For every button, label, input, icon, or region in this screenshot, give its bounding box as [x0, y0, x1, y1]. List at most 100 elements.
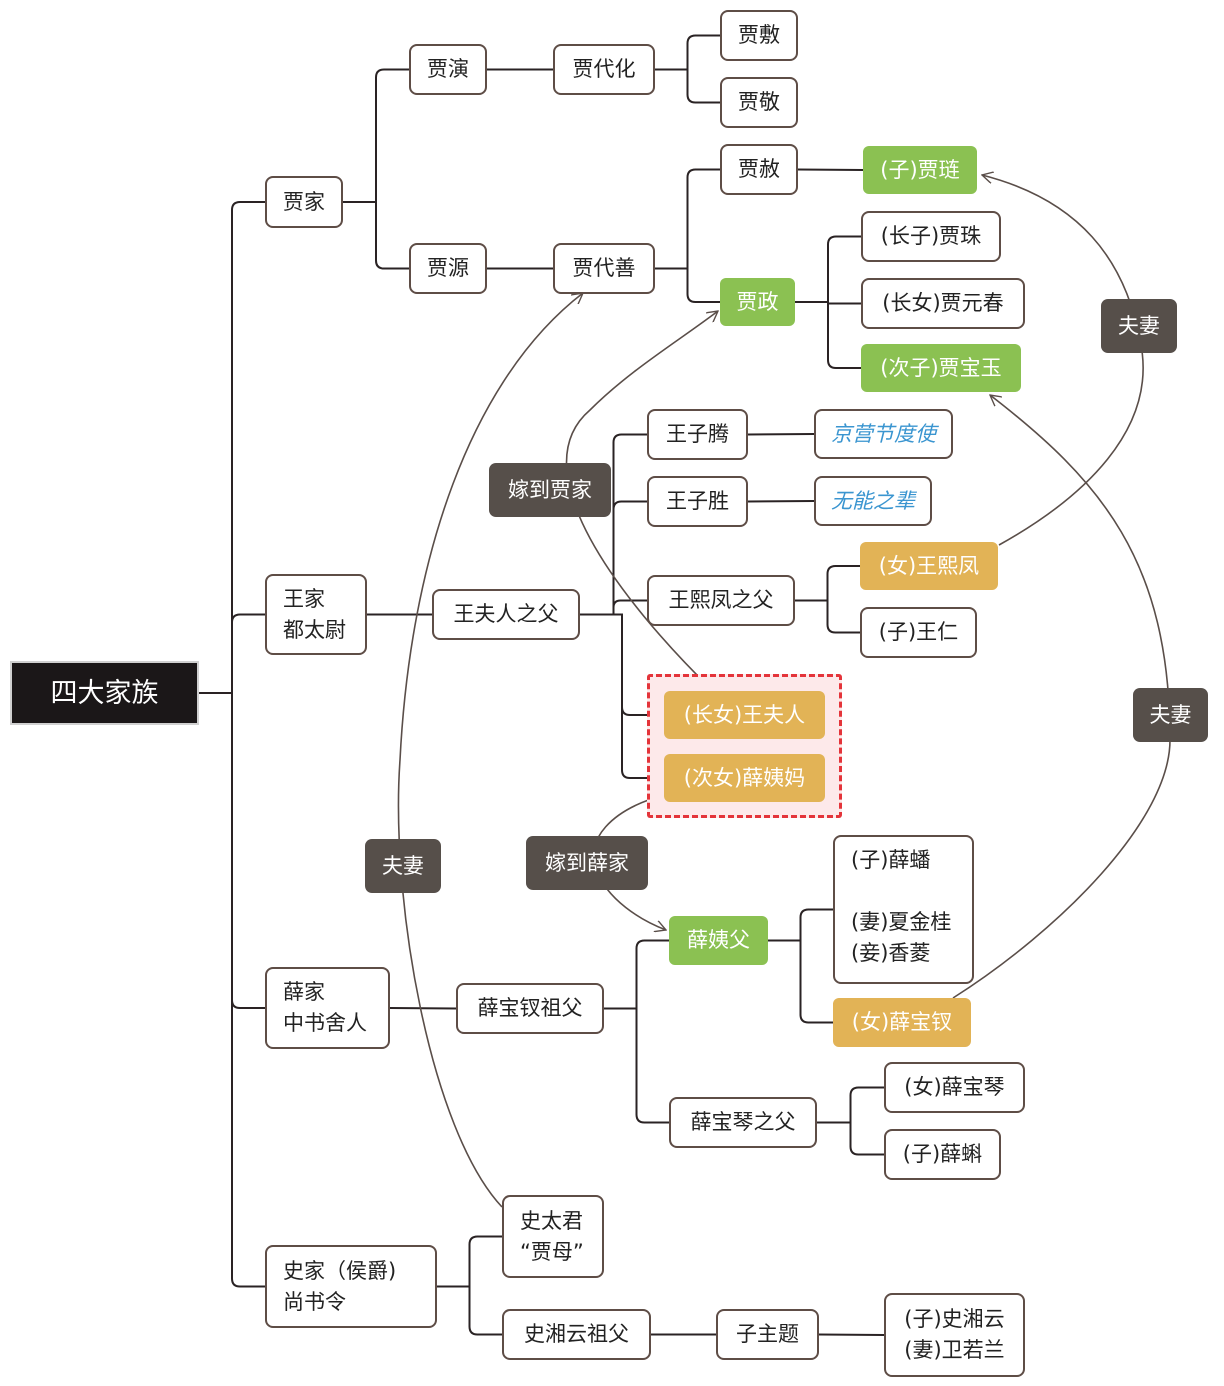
topic-jiadaishan[interactable]: 贾代善 [553, 243, 655, 294]
topic-jiabaoyu-label: (次子)贾宝玉 [880, 355, 1002, 380]
relation-label-rel-couple-daishan-taijun-label: 夫妻 [382, 853, 424, 878]
topic-jiayuan-label: 贾源 [427, 256, 469, 280]
topic-xueyima[interactable]: (次女)薛姨妈 [664, 754, 825, 802]
relation-label-rel-couple-baoyu-baochai[interactable]: 夫妻 [1133, 688, 1208, 742]
topic-wangzisheng[interactable]: 王子胜 [647, 476, 748, 527]
topic-wangfuren[interactable]: (长女)王夫人 [664, 691, 825, 739]
root-topic[interactable]: 四大家族 [10, 661, 199, 725]
topic-zizhuti[interactable]: 子主题 [716, 1309, 819, 1360]
relation-line-rel-married-jia [565, 311, 718, 691]
topic-xueke[interactable]: (子)薛蝌 [884, 1129, 1001, 1180]
relation-line-rel-couple-daishan-taijun [397, 293, 583, 1208]
topic-wang[interactable]: 王家 都太尉 [265, 574, 367, 655]
topic-xuepan[interactable]: (子)薛蟠 (妻)夏金桂 (妾)香菱 [833, 835, 974, 984]
topic-wangzisheng-label: 王子胜 [666, 489, 729, 513]
topic-jiayuanchun[interactable]: (长女)贾元春 [861, 278, 1025, 329]
topic-wangren[interactable]: (子)王仁 [860, 607, 977, 658]
topic-jiazhu[interactable]: (长子)贾珠 [861, 211, 1001, 262]
connector-wangxifengfu [580, 599, 647, 616]
topic-xueyifu-label: 薛姨父 [687, 928, 750, 952]
relation-label-rel-married-xue[interactable]: 嫁到薛家 [526, 836, 648, 890]
connector-wangziteng [580, 433, 647, 616]
topic-shitaijun-label: 史太君 “贾母” [520, 1208, 584, 1264]
topic-wangfuren-label: (长女)王夫人 [683, 702, 806, 727]
topic-shitaijun[interactable]: 史太君 “贾母” [502, 1195, 604, 1278]
topic-jiazheng[interactable]: 贾政 [720, 278, 795, 326]
note-wangziteng[interactable]: 京营节度使 [814, 409, 953, 459]
connector-jia [199, 201, 265, 694]
relation-label-rel-married-xue-label: 嫁到薛家 [545, 850, 629, 875]
connector-xueyima [580, 613, 664, 779]
topic-jiafu[interactable]: 贾敷 [720, 10, 798, 61]
relation-label-rel-married-jia-label: 嫁到贾家 [508, 477, 592, 502]
topic-xueyifu[interactable]: 薛姨父 [669, 916, 768, 965]
topic-xue[interactable]: 薛家 中书舍人 [265, 967, 390, 1049]
topic-shixiangyun-label: (子)史湘云 (妻)卫若兰 [904, 1307, 1005, 1362]
topic-wangxifengfu[interactable]: 王熙凤之父 [647, 575, 795, 626]
topic-jia-label: 贾家 [283, 189, 325, 214]
relation-label-rel-married-jia[interactable]: 嫁到贾家 [489, 463, 611, 517]
connector-wang [199, 613, 265, 694]
topic-jiayuanchun-label: (长女)贾元春 [882, 291, 1004, 315]
topic-wangren-label: (子)王仁 [878, 620, 959, 644]
connector-jiayuan [343, 201, 409, 270]
topic-jiabaoyu[interactable]: (次子)贾宝玉 [861, 344, 1021, 392]
topic-wangfurenfu-label: 王夫人之父 [453, 602, 559, 626]
topic-shixiangyun[interactable]: (子)史湘云 (妻)卫若兰 [884, 1293, 1025, 1377]
topic-shixiangyunzufu[interactable]: 史湘云祖父 [502, 1309, 651, 1360]
topic-wangxifeng[interactable]: (女)王熙凤 [860, 542, 998, 590]
topic-zizhuti-label: 子主题 [736, 1322, 799, 1346]
note-wangziteng-label: 京营节度使 [831, 421, 936, 446]
connector-jiabaoyu [795, 301, 861, 369]
connector-jiazhu [795, 235, 861, 303]
connector-wangzisheng [580, 500, 647, 616]
topic-wangfurenfu[interactable]: 王夫人之父 [432, 589, 580, 640]
connector-shi [199, 692, 265, 1288]
topic-jiazheng-label: 贾政 [736, 289, 779, 314]
topic-xuebaochaizufu[interactable]: 薛宝钗祖父 [456, 983, 604, 1034]
topic-wangziteng-label: 王子腾 [666, 422, 729, 446]
connector-wangren [795, 599, 860, 634]
topic-xuebaoqinfu-label: 薛宝琴之父 [690, 1110, 796, 1134]
connector-shitaijun [437, 1235, 502, 1288]
topic-wangziteng[interactable]: 王子腾 [647, 409, 748, 460]
topic-xuebaochai[interactable]: (女)薛宝钗 [833, 998, 971, 1047]
relation-label-rel-couple-baoyu-baochai-label: 夫妻 [1149, 702, 1192, 727]
connector-jiayan [343, 68, 409, 203]
topic-jiayan-label: 贾演 [427, 57, 469, 81]
topic-jiajing[interactable]: 贾敬 [720, 77, 798, 128]
connector-jiashe [655, 168, 720, 270]
connector-xuebaochaizufu [389, 1007, 457, 1010]
topic-xuebaoqin[interactable]: (女)薛宝琴 [884, 1062, 1025, 1113]
topic-jiadaihua-label: 贾代化 [572, 57, 636, 81]
topic-xuebaoqinfu[interactable]: 薛宝琴之父 [669, 1097, 817, 1148]
connector-xueyifu [604, 939, 669, 1010]
relation-label-rel-couple-daishan-taijun[interactable]: 夫妻 [365, 839, 441, 893]
topic-jiashe-label: 贾赦 [738, 157, 780, 181]
topic-jialian-label: (子)贾琏 [880, 157, 960, 182]
connector-xuebaochai [768, 939, 833, 1024]
topic-jiadaishan-label: 贾代善 [572, 256, 636, 280]
connector-shixiangyunzufu [437, 1285, 502, 1336]
topic-jiafu-label: 贾敷 [738, 23, 780, 47]
topic-xueke-label: (子)薛蝌 [902, 1142, 983, 1166]
topic-jiayan[interactable]: 贾演 [409, 44, 487, 95]
note-wangzisheng[interactable]: 无能之辈 [814, 476, 932, 526]
topic-jiadaihua[interactable]: 贾代化 [553, 44, 655, 95]
topic-jia[interactable]: 贾家 [265, 176, 343, 228]
tree-connectors [199, 34, 885, 1336]
topic-jiajing-label: 贾敬 [738, 90, 780, 114]
connector-xueke [817, 1121, 884, 1156]
topic-jiayuan[interactable]: 贾源 [409, 243, 487, 294]
topic-wang-label: 王家 都太尉 [283, 586, 346, 642]
topic-xueyima-label: (次女)薛姨妈 [683, 765, 806, 790]
connector-note-wangzisheng [747, 500, 815, 503]
relation-label-rel-couple-lian-xifeng[interactable]: 夫妻 [1101, 299, 1177, 353]
topic-jialian[interactable]: (子)贾琏 [863, 146, 977, 194]
topic-shi[interactable]: 史家（侯爵) 尚书令 [265, 1245, 437, 1328]
connector-shixiangyun [818, 1333, 885, 1336]
topic-xuebaochaizufu-label: 薛宝钗祖父 [477, 996, 583, 1020]
topic-jiashe[interactable]: 贾赦 [720, 144, 798, 195]
